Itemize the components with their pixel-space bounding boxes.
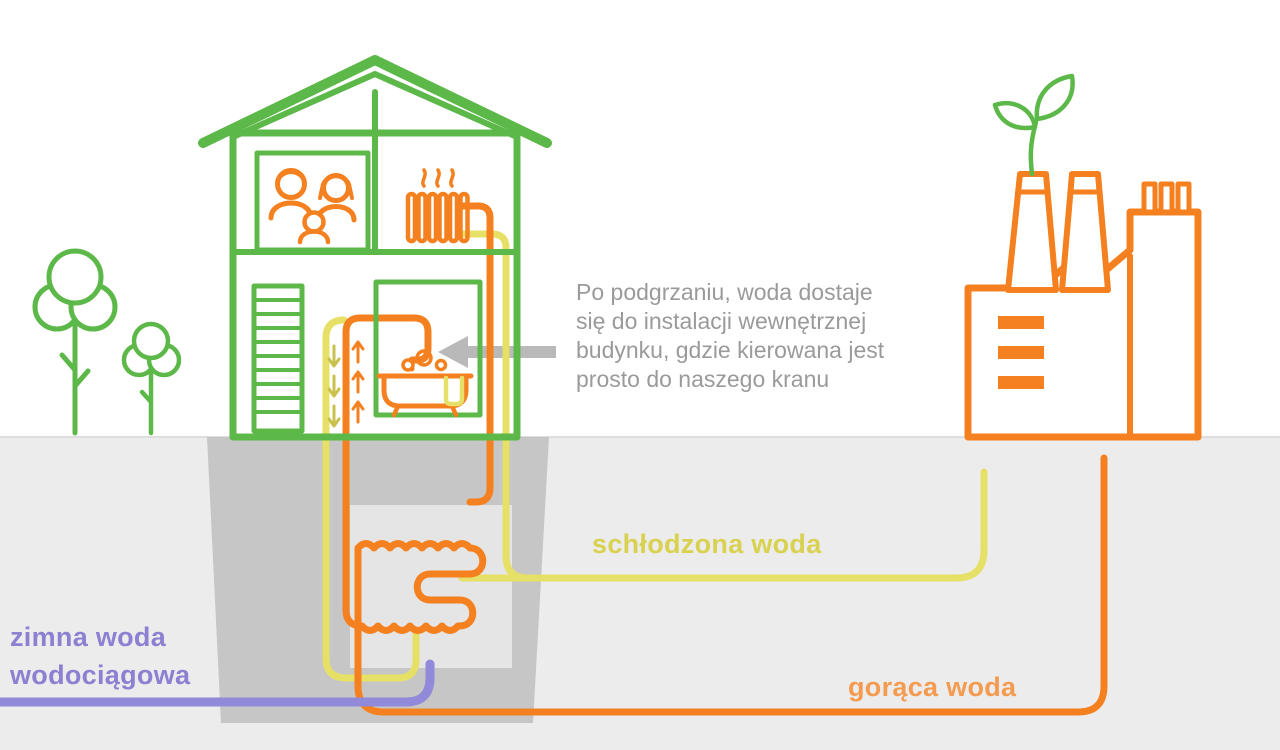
label-cooled-water: schłodzona woda: [592, 529, 822, 559]
radiator-bar: [447, 191, 460, 244]
factory-window: [998, 346, 1044, 359]
bubble-icon: [401, 358, 415, 372]
bathroom-frame: [373, 279, 483, 418]
pipes: [0, 202, 1108, 716]
radiator-bar: [416, 191, 428, 244]
house-roof-inner: [230, 71, 520, 140]
water-drop-icon: [409, 366, 415, 372]
mother-hair: [318, 174, 354, 200]
bubble-icon: [415, 349, 433, 367]
steam-icon: [421, 168, 455, 188]
father-hair: [279, 170, 303, 178]
child-shoulders: [297, 229, 331, 245]
flow-arrow-down-icon: [327, 344, 341, 368]
tree-trunk: [139, 365, 154, 436]
flow-arrow-up-icon: [351, 340, 365, 364]
factory-window: [998, 376, 1044, 389]
flow-arrow-up-icon: [351, 400, 365, 424]
house-roof-outer: [198, 55, 552, 148]
radiator-bar: [458, 191, 470, 244]
bathtub-icon: [376, 349, 474, 418]
radiator-bar: [437, 191, 449, 244]
factory-window: [998, 316, 1044, 329]
pipe-cold-tap-water: [0, 659, 435, 707]
towel-icon: [443, 375, 465, 407]
stairs-icon: [251, 283, 305, 434]
radiator-bar: [426, 191, 439, 244]
pipe-hot-water-radiator: [458, 202, 494, 506]
plant-sprout-icon: [992, 73, 1075, 177]
chimney-icon: [1059, 171, 1111, 293]
trees: [32, 248, 182, 436]
texts: Po podgrzaniu, woda dostaje się do insta…: [9, 279, 1017, 702]
family-icon: [268, 168, 357, 245]
flow-arrows: [327, 340, 365, 428]
heat-exchanger-icon: [350, 505, 512, 668]
pipe-cooled-water-house: [322, 316, 420, 682]
house-icon: [198, 55, 552, 441]
annotation-line: prosto do naszego kranu: [576, 366, 829, 392]
flow-arrow-down-icon: [327, 374, 341, 398]
vent-icon: [1175, 181, 1192, 215]
sprout-leaf: [992, 101, 1038, 131]
child-head: [302, 210, 326, 234]
family-window-frame: [254, 150, 371, 253]
radiator-icon: [405, 168, 470, 244]
sprout-leaf: [1034, 73, 1075, 122]
flow-arrow-up-icon: [351, 370, 365, 394]
annotation-line: budynku, gdzie kierowana jest: [576, 337, 885, 363]
flow-arrow-down-icon: [327, 404, 341, 428]
chimney-icon: [1005, 171, 1059, 293]
label-cold-water-line2: wodociągowa: [9, 660, 191, 690]
pipe-hot-water-main-coil: [342, 314, 1108, 716]
tree-canopy: [131, 321, 171, 361]
pipe-cooled-water-to-plant: [458, 230, 988, 582]
ground-line: [0, 436, 1280, 438]
label-hot-water: gorąca woda: [848, 672, 1017, 702]
tree-canopy: [46, 248, 104, 306]
bubble-icon: [434, 358, 448, 372]
tree-small-icon: [121, 321, 182, 436]
annotation-line: się do instalacji wewnętrznej: [576, 308, 866, 334]
tree-large-icon: [32, 248, 118, 436]
vent-icon: [1158, 181, 1175, 215]
vent-icon: [1141, 181, 1158, 215]
bathtub-feet: [391, 403, 459, 418]
annotation-line: Po podgrzaniu, woda dostaje: [576, 279, 873, 305]
bathtub-body: [381, 373, 469, 409]
factory-icon: [964, 73, 1202, 441]
arrow-left-icon: [438, 336, 556, 368]
label-cold-water-line1: zimna woda: [10, 622, 167, 652]
radiator-bar: [405, 191, 418, 244]
stairs-rungs: [252, 298, 304, 414]
